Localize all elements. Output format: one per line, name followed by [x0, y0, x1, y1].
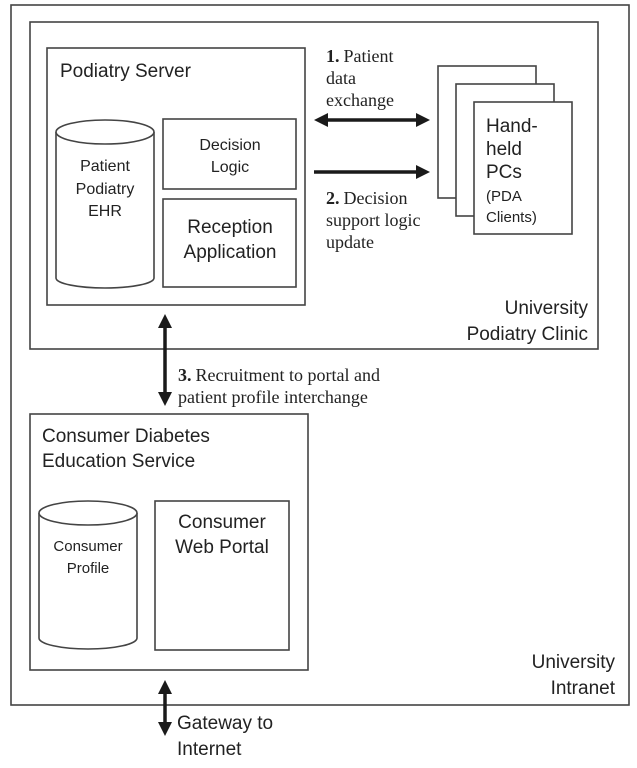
- consumer-profile-line2: Profile: [67, 560, 110, 577]
- handheld-label-line1: Hand-: [486, 116, 538, 137]
- consumer-profile-line1: Consumer: [53, 538, 122, 555]
- flow-2-label-line1: 2.Decision: [326, 188, 407, 208]
- consumer-service-title-line1: Consumer Diabetes: [42, 426, 210, 447]
- flow-2-number: 2.: [326, 188, 340, 208]
- decision-logic-line1: Decision: [199, 137, 260, 154]
- flow-1-text: Patient: [344, 46, 394, 66]
- flow-2-arrow: [314, 165, 430, 179]
- podiatry-server-title: Podiatry Server: [60, 61, 192, 82]
- clinic-label-line1: University: [505, 298, 589, 319]
- handheld-label-line3: PCs: [486, 162, 522, 183]
- ehr-label-line3: EHR: [88, 203, 122, 220]
- consumer-web-portal-box: [154, 500, 290, 651]
- consumer-service-title-line2: Education Service: [42, 451, 195, 472]
- flow-1-number: 1.: [326, 46, 340, 66]
- flow-1-label-line3: exchange: [326, 90, 394, 110]
- ehr-label-line2: Podiatry: [76, 181, 135, 198]
- flow-3-label-line2: patient profile interchange: [178, 387, 368, 407]
- web-portal-line2: Web Portal: [175, 537, 269, 558]
- intranet-label-line1: University: [532, 652, 616, 673]
- flow-3-text: Recruitment to portal and: [196, 365, 380, 385]
- reception-line1: Reception: [187, 217, 273, 238]
- reception-line2: Application: [184, 242, 277, 263]
- flow-2-text: Decision: [344, 188, 408, 208]
- ehr-label-line1: Patient: [80, 158, 130, 175]
- clinic-label-line2: Podiatry Clinic: [467, 324, 588, 345]
- patient-podiatry-ehr-database: [55, 119, 155, 289]
- gateway-label-line2: Internet: [177, 739, 242, 760]
- flow-1-label-line2: data: [326, 68, 356, 88]
- flow-3-label-line1: 3.Recruitment to portal and: [178, 365, 380, 385]
- decision-logic-box: [162, 118, 297, 190]
- handheld-card-front: [473, 101, 573, 235]
- decision-logic-line2: Logic: [211, 159, 249, 176]
- gateway-arrow: [158, 680, 172, 736]
- intranet-label-line2: Intranet: [551, 678, 616, 699]
- flow-1-arrow: [314, 113, 430, 127]
- consumer-profile-database: [38, 500, 138, 650]
- web-portal-line1: Consumer: [178, 512, 266, 533]
- handheld-sublabel-line1: (PDA: [486, 188, 522, 205]
- handheld-sublabel-line2: Clients): [486, 209, 537, 226]
- flow-2-label-line3: update: [326, 232, 374, 252]
- flow-1-label-line1: 1.Patient: [326, 46, 394, 66]
- handheld-label-line2: held: [486, 139, 522, 160]
- gateway-label-line1: Gateway to: [177, 713, 273, 734]
- reception-application-box: [162, 198, 297, 288]
- flow-3-arrow: [158, 314, 172, 406]
- flow-2-label-line2: support logic: [326, 210, 421, 230]
- flow-3-number: 3.: [178, 365, 192, 385]
